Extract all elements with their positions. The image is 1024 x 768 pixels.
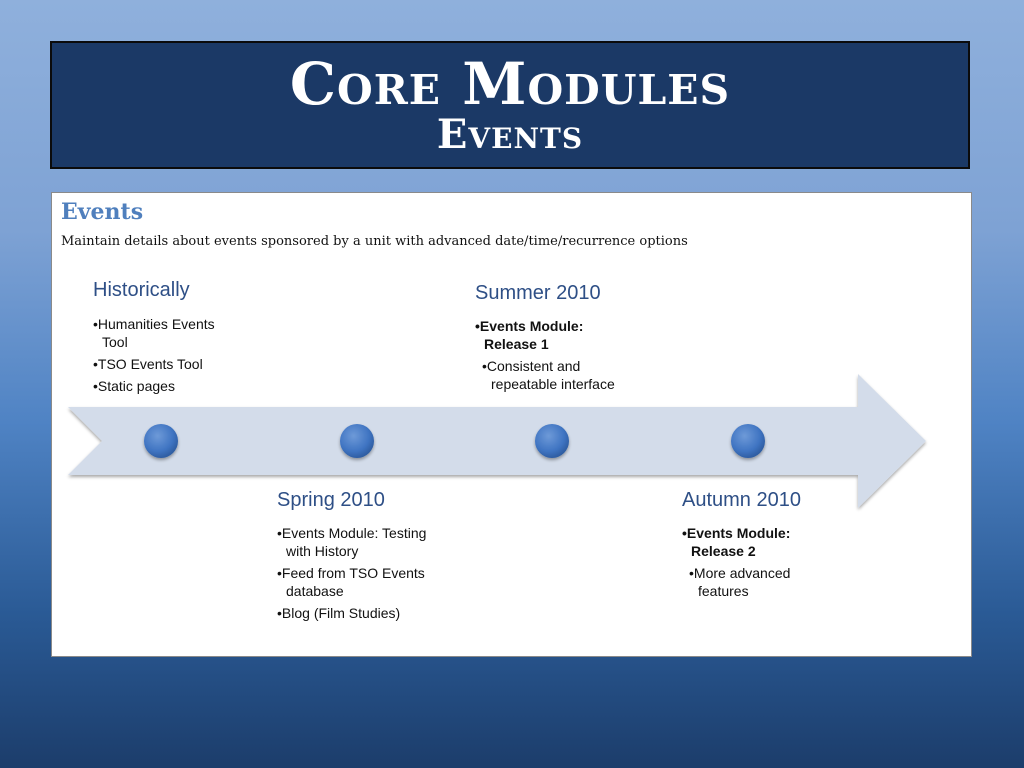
list-item: Events Module: Testing with History: [277, 524, 436, 560]
list-item: Consistent and repeatable interface: [482, 357, 636, 393]
slide-title: Core Modules: [289, 50, 731, 118]
title-banner: Core Modules Events: [50, 41, 970, 169]
stage-title-historically: Historically: [93, 279, 190, 301]
stage-title-summer-2010: Summer 2010: [475, 282, 601, 304]
content-panel: Events Maintain details about events spo…: [51, 192, 972, 657]
stage-list-spring-2010: Events Module: Testing with History Feed…: [277, 524, 447, 626]
stage-title-spring-2010: Spring 2010: [277, 489, 385, 511]
panel-description: Maintain details about events sponsored …: [61, 234, 688, 249]
stage-list-autumn-2010: Events Module: Release 2 More advanced f…: [682, 524, 842, 604]
timeline-arrow: [68, 374, 926, 508]
list-item: Events Module: Release 2: [682, 524, 826, 560]
timeline-dot-summer-2010: [535, 424, 569, 458]
list-item: Events Module: Release 1: [475, 317, 619, 353]
list-item: Static pages: [93, 377, 243, 395]
slide-subtitle: Events: [436, 111, 584, 158]
timeline-graphic: [68, 374, 926, 508]
timeline-dot-spring-2010: [340, 424, 374, 458]
panel-heading: Events: [61, 199, 144, 225]
timeline-dot-autumn-2010: [731, 424, 765, 458]
list-item: Humanities Events Tool: [93, 315, 243, 351]
timeline-dot-historically: [144, 424, 178, 458]
list-item: Blog (Film Studies): [277, 604, 447, 622]
stage-list-historically: Humanities Events Tool TSO Events Tool S…: [93, 315, 243, 399]
stage-title-autumn-2010: Autumn 2010: [682, 489, 801, 511]
list-item: TSO Events Tool: [93, 355, 243, 373]
list-item: More advanced features: [689, 564, 823, 600]
stage-list-summer-2010: Events Module: Release 1 Consistent and …: [475, 317, 640, 397]
list-item: Feed from TSO Events database: [277, 564, 451, 600]
